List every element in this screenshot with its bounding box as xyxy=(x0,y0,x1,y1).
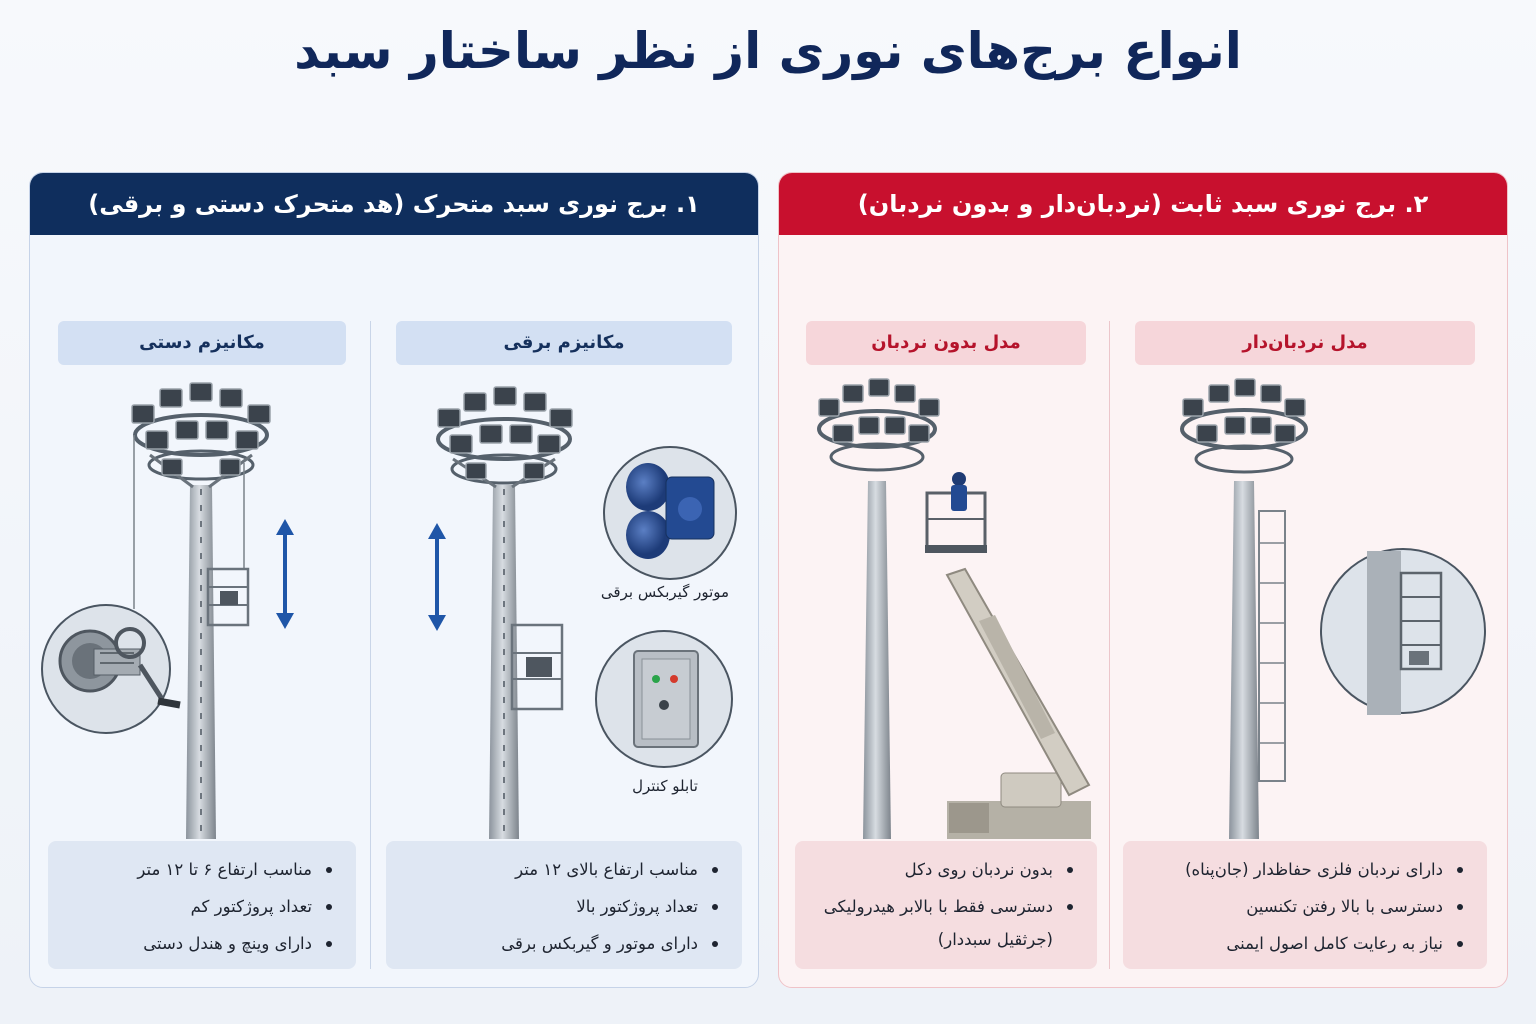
electric-up-down-arrow-icon xyxy=(428,523,446,631)
panel-divider xyxy=(370,321,371,969)
list-item: تعداد پروژکتور کم xyxy=(60,888,334,925)
movable-towers-illustration xyxy=(41,382,737,839)
list-item: دسترسی با بالا رفتن تکنسین xyxy=(1135,888,1465,925)
control-panel-icon xyxy=(595,630,733,768)
movable-basket-heading: ۱. برج نوری سبد متحرک (هد متحرک دستی و ب… xyxy=(30,173,758,235)
page-title: انواع برج‌های نوری از نظر ساختار سبد xyxy=(294,22,1242,80)
ladder-light-tower-icon xyxy=(1180,378,1308,839)
list-item: دارای نردبان فلزی حفاظدار (جان‌پناه) xyxy=(1135,851,1465,888)
manual-light-tower-icon xyxy=(131,382,271,839)
list-item: نیاز به رعایت کامل اصول ایمنی xyxy=(1135,925,1465,962)
manual-bullets: مناسب ارتفاع ۶ تا ۱۲ متر تعداد پروژکتور … xyxy=(48,841,356,969)
list-item-continuation: (جرثقیل سبددار) xyxy=(937,930,1053,949)
panel-divider xyxy=(1109,321,1110,969)
list-item: تعداد پروژکتور بالا xyxy=(398,888,720,925)
ladder-bullets: دارای نردبان فلزی حفاظدار (جان‌پناه) دست… xyxy=(1123,841,1487,969)
fixed-basket-heading: ۲. برج نوری سبد ثابت (نردبان‌دار و بدون … xyxy=(779,173,1507,235)
list-item: مناسب ارتفاع بالای ۱۲ متر xyxy=(398,851,720,888)
electric-bullets: مناسب ارتفاع بالای ۱۲ متر تعداد پروژکتور… xyxy=(386,841,742,969)
list-item: مناسب ارتفاع ۶ تا ۱۲ متر xyxy=(60,851,334,888)
hand-winch-icon xyxy=(41,604,181,734)
control-panel-caption: تابلو کنترل xyxy=(632,777,698,795)
no-ladder-light-tower-icon xyxy=(817,378,940,839)
hydraulic-lift-crane-icon xyxy=(925,472,1091,839)
caged-ladder-detail-icon xyxy=(1320,548,1486,715)
no-ladder-model-label: مدل بدون نردبان xyxy=(806,321,1086,365)
list-item: دسترسی فقط با بالابر هیدرولیکی xyxy=(807,888,1075,925)
list-item: دارای موتور و گیربکس برقی xyxy=(398,925,720,962)
electric-light-tower-icon xyxy=(436,386,573,839)
gearbox-motor-icon xyxy=(603,446,737,580)
electric-mechanism-label: مکانیزم برقی xyxy=(396,321,732,365)
manual-mechanism-label: مکانیزم دستی xyxy=(58,321,346,365)
ladder-model-label: مدل نردبان‌دار xyxy=(1135,321,1475,365)
list-item: دارای وینچ و هندل دستی xyxy=(60,925,334,962)
movable-basket-panel: ۱. برج نوری سبد متحرک (هد متحرک دستی و ب… xyxy=(29,172,759,988)
gearbox-motor-caption: موتور گیربکس برقی xyxy=(600,583,730,601)
list-item: بدون نردبان روی دکل xyxy=(807,851,1075,888)
fixed-towers-illustration xyxy=(817,378,1486,839)
manual-up-down-arrow-icon xyxy=(276,519,294,629)
no-ladder-bullets: بدون نردبان روی دکل دسترسی فقط با بالابر… xyxy=(795,841,1097,969)
fixed-basket-panel: ۲. برج نوری سبد ثابت (نردبان‌دار و بدون … xyxy=(778,172,1508,988)
